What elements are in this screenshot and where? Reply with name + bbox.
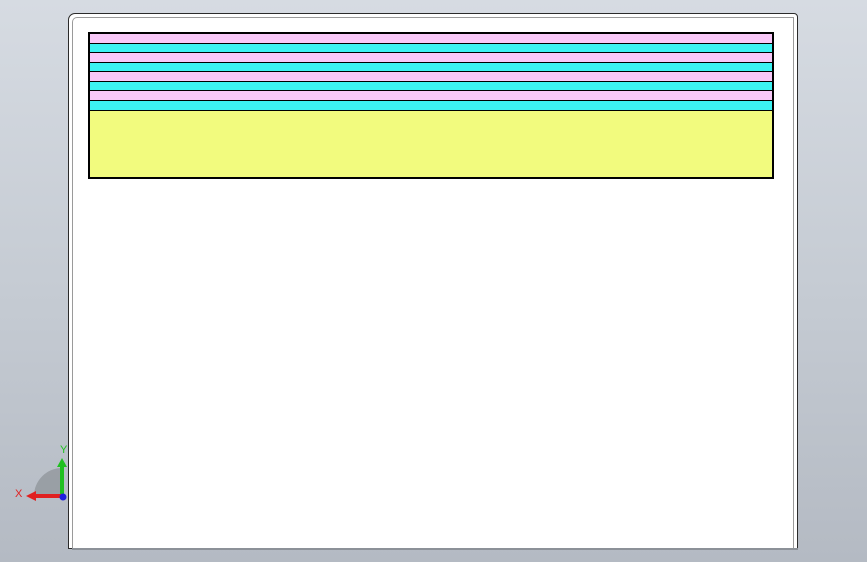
sheet-border	[72, 17, 794, 548]
triad-x-label: X	[15, 488, 23, 500]
layer-pink-3[interactable]	[90, 72, 772, 82]
triad-y-label: Y	[60, 444, 68, 456]
triad-x-arrowhead	[26, 491, 36, 501]
layered-part-view[interactable]	[88, 32, 774, 179]
triad-z-axis-dot	[59, 493, 67, 501]
reference-triad: Y X	[15, 444, 68, 501]
layer-base[interactable]	[90, 111, 772, 177]
layer-pink-4[interactable]	[90, 91, 772, 101]
layer-cyan-4[interactable]	[90, 101, 772, 111]
layer-cyan-1[interactable]	[90, 44, 772, 53]
layer-cyan-3[interactable]	[90, 82, 772, 91]
triad-quadrant-shading	[34, 468, 62, 496]
sheet-shadow	[72, 548, 798, 550]
layer-pink-1[interactable]	[90, 34, 772, 44]
triad-y-arrowhead	[57, 458, 67, 467]
layer-pink-2[interactable]	[90, 53, 772, 63]
layer-cyan-2[interactable]	[90, 63, 772, 72]
